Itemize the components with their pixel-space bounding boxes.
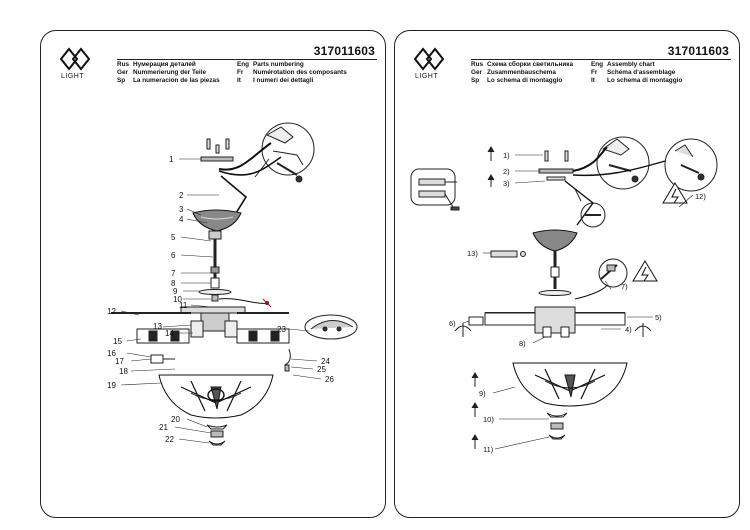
magnifier-detail-wiring [664,138,718,192]
step-4: 4) [625,325,632,334]
brand-logo-icon [413,47,445,71]
callout-23: 23 [277,325,286,334]
brand-logo-icon [59,47,91,71]
callout-20: 20 [171,415,180,424]
callout-22: 22 [165,435,174,444]
magnifier-detail-top [596,136,650,190]
warning-icon [662,182,688,204]
callout-6: 6 [171,251,176,260]
callout-12: 12 [107,307,116,316]
lampholder-left [136,328,190,344]
callout-4: 4 [179,215,184,224]
canopy-shape [192,209,242,232]
callout-5: 5 [171,233,176,242]
callout-24: 24 [321,357,330,366]
arrow-up-icon [487,146,495,187]
step-numbers: 1) 2) 3) 4) 5) 6) 7) 8) 9) 10) 11) 12) 1… [449,151,706,454]
callout-26: 26 [325,375,334,384]
step-3: 3) [503,179,510,188]
mounting-plate [200,156,234,162]
callout-16: 16 [107,349,116,358]
glass-bowl [512,362,628,407]
step-10: 10) [483,415,494,424]
brand-logo-text: LIGHT [61,73,85,80]
mounting-plate [538,168,574,174]
step-9: 9) [479,389,486,398]
callout-8: 8 [171,279,176,288]
magnifier-detail-canopy [574,188,606,228]
step-12: 12) [695,192,706,201]
wire-connector-detail [410,168,460,211]
step-6: 6) [449,319,456,328]
chain-segment [490,250,526,258]
header-rule [117,59,377,60]
warning-icon [632,260,658,282]
callout-1: 1 [169,155,174,164]
screw-icon [206,138,230,154]
leader-lines [120,158,322,444]
product-code: 317011603 [667,44,729,58]
callout-11: 11 [179,301,188,310]
callout-13: 13 [153,322,162,331]
lampholder-right [236,328,290,344]
step-11: 11) [483,445,494,454]
callout-25: 25 [317,365,326,374]
callout-14: 14 [165,329,174,338]
callout-17: 17 [115,357,124,366]
brand-logo-text: LIGHT [415,73,439,80]
glass-bowl [158,374,274,419]
step-1: 1) [503,151,510,160]
product-code: 317011603 [313,44,375,58]
magnifier-detail-bulb [598,258,628,288]
callout-21: 21 [159,423,168,432]
step-2: 2) [503,167,510,176]
magnifier-detail-top [254,122,315,183]
step-7: 7) [621,282,628,291]
exploded-parts-diagram: 1 2 3 4 5 6 7 8 9 10 11 12 13 14 15 16 1… [107,122,358,446]
arrow-up-icon [471,372,479,449]
callout-2: 2 [179,191,184,200]
callout-15: 15 [113,337,122,346]
callout-9: 9 [173,287,178,296]
callout-numbers: 1 2 3 4 5 6 7 8 9 10 11 12 13 14 15 16 1… [107,155,334,444]
assembly-diagram: 1) 2) 3) 4) 5) 6) 7) 8) 9) 10) 11) 12) 1… [410,136,718,454]
step-5: 5) [655,313,662,322]
magnifier-detail-clip [304,314,358,340]
callout-3: 3 [179,205,184,214]
step-13: 13) [467,249,478,258]
canopy-shape [532,229,578,252]
screw-icon [544,150,569,162]
callout-7: 7 [171,269,176,278]
callout-18: 18 [119,367,128,376]
header-rule [471,59,731,60]
step-8: 8) [519,339,526,348]
leader-lines [462,154,694,450]
callout-19: 19 [107,381,116,390]
clip-icon [454,323,652,337]
callout-10: 10 [173,295,182,304]
